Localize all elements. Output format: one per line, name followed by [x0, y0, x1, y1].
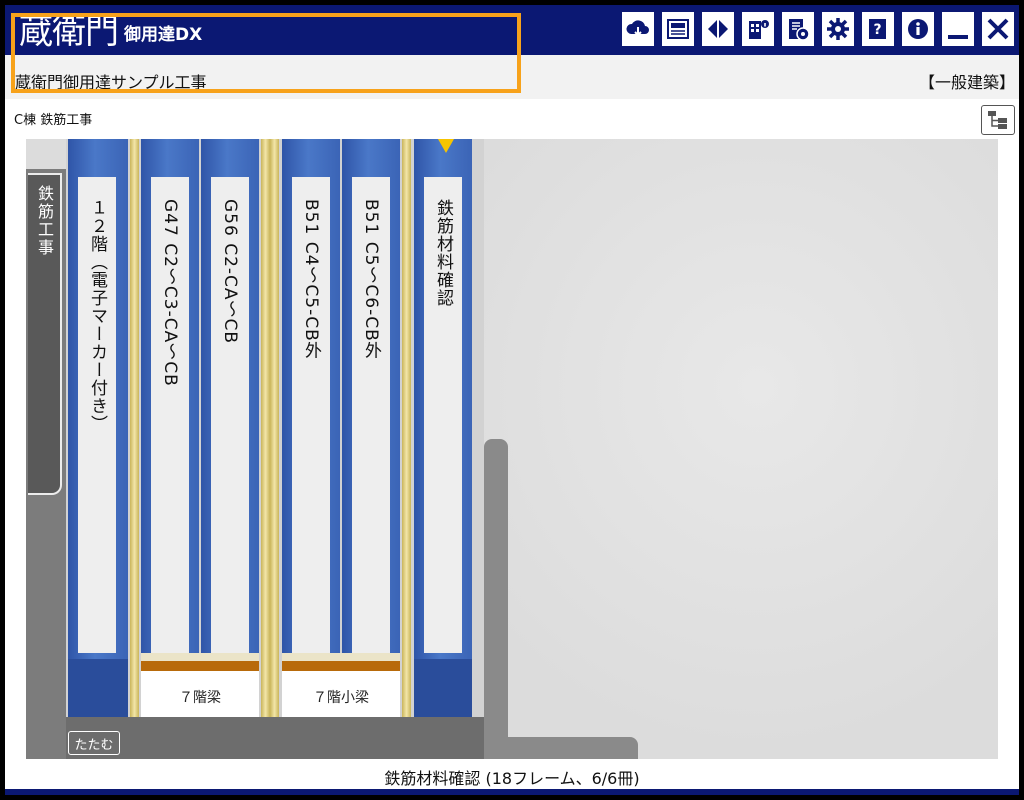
app-window: 蔵衛門 御用達DX ? [5, 5, 1019, 795]
binder-6-active[interactable]: 鉄筋材料確認 [414, 139, 472, 717]
group-label-text: ７階小梁 [313, 690, 369, 706]
svg-text:?: ? [873, 22, 881, 38]
minimize-button[interactable] [941, 11, 975, 47]
bookend-foot [484, 737, 638, 759]
divider [270, 139, 279, 717]
tree-icon [988, 111, 1007, 129]
binder-title: G56 C2-CA～CB [220, 199, 240, 345]
active-marker-icon [438, 139, 454, 153]
cloud-sync-icon [626, 20, 649, 37]
building-info-icon [749, 20, 769, 39]
shelf-base [66, 717, 484, 759]
info-icon [908, 19, 928, 39]
close-button[interactable] [981, 11, 1015, 47]
divider [130, 139, 139, 717]
binder-bottom [68, 659, 128, 717]
bottom-border [5, 789, 1019, 795]
help-button[interactable]: ? [861, 11, 895, 47]
tree-view-button[interactable] [981, 105, 1015, 135]
binder-2[interactable]: G47 C2～C3-CA～CB [141, 139, 199, 717]
breadcrumb: C棟 鉄筋工事 [14, 113, 93, 128]
divider [261, 139, 270, 717]
bookend [484, 439, 508, 759]
group-label-2: ７階小梁 [282, 653, 400, 717]
status-text: 鉄筋材料確認 (18フレーム、6/6冊) [384, 769, 640, 788]
blackboard-icon [667, 19, 689, 39]
logo-sub-text: 御用達DX [124, 25, 203, 45]
split-view-button[interactable] [701, 11, 735, 47]
split-view-icon [708, 20, 728, 38]
category-tab[interactable]: 鉄筋工事 [28, 173, 62, 495]
binder-label: 鉄筋材料確認 [424, 177, 462, 653]
title-bar: 蔵衛門 御用達DX ? [5, 5, 1019, 55]
settings-button[interactable] [821, 11, 855, 47]
logo-main-text: 蔵衛門 [19, 12, 119, 52]
binder-label: １２階（電子マーカー付き） [78, 177, 116, 653]
project-type: 【一般建築】 [918, 73, 1015, 92]
blackboard-button[interactable] [661, 11, 695, 47]
device-settings-icon [789, 19, 810, 41]
binder-label: B51 C5～C6-CB外 [352, 177, 390, 653]
close-icon [987, 18, 1009, 40]
device-settings-button[interactable] [781, 11, 815, 47]
binder-1[interactable]: １２階（電子マーカー付き） [68, 139, 128, 717]
binder-title: B51 C5～C6-CB外 [361, 199, 381, 360]
group-label-1: ７階梁 [141, 653, 259, 717]
binder-label: G56 C2-CA～CB [211, 177, 249, 653]
status-bar: 鉄筋材料確認 (18フレーム、6/6冊) [5, 759, 1019, 789]
minimize-icon [948, 35, 968, 39]
building-info-button[interactable] [741, 11, 775, 47]
project-bar: 蔵衛門御用達サンプル工事 【一般建築】 [5, 55, 1019, 99]
project-title[interactable]: 蔵衛門御用達サンプル工事 [15, 73, 207, 92]
binder-bottom [414, 659, 472, 717]
binder-title: G47 C2～C3-CA～CB [160, 199, 180, 387]
binder-label: B51 C4～C5-CB外 [292, 177, 330, 653]
info-button[interactable] [901, 11, 935, 47]
category-tab-label: 鉄筋工事 [35, 185, 54, 257]
binder-3[interactable]: G56 C2-CA～CB [201, 139, 259, 717]
bookshelf: 鉄筋工事 １２階（電子マーカー付き） G47 C2～C3-CA～CB G56 C… [26, 139, 998, 759]
divider [402, 139, 411, 717]
binder-5[interactable]: B51 C5～C6-CB外 [342, 139, 400, 717]
fold-button[interactable]: たたむ [68, 731, 120, 755]
binder-title: １２階（電子マーカー付き） [87, 199, 107, 433]
breadcrumb-bar: C棟 鉄筋工事 [5, 99, 1019, 139]
app-logo: 蔵衛門 御用達DX [19, 11, 202, 51]
group-bar-accent [282, 661, 400, 671]
help-icon: ? [869, 19, 886, 39]
cloud-sync-button[interactable] [621, 11, 655, 47]
group-bar-accent [141, 661, 259, 671]
binder-label: G47 C2～C3-CA～CB [151, 177, 189, 653]
group-bar [141, 653, 259, 661]
group-bar [282, 653, 400, 661]
gear-icon [827, 18, 849, 40]
binder-title: 鉄筋材料確認 [433, 199, 453, 307]
group-label-text: ７階梁 [179, 690, 221, 706]
toolbar: ? [621, 11, 1015, 47]
binder-4[interactable]: B51 C4～C5-CB外 [282, 139, 340, 717]
binder-title: B51 C4～C5-CB外 [301, 199, 321, 360]
